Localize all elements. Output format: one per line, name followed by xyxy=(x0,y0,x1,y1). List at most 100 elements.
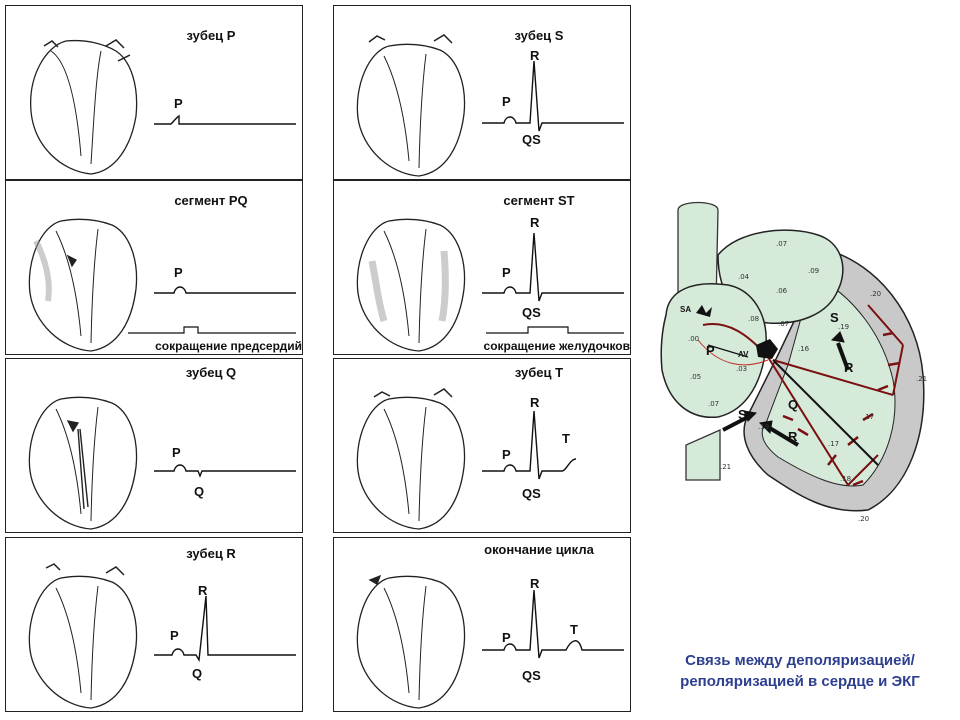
wave-label-r: R xyxy=(530,48,540,63)
panel-r-wave: зубец R R P Q xyxy=(5,537,303,712)
ecg-trace xyxy=(482,589,624,659)
heart-sketch xyxy=(30,39,138,175)
ecg-svg xyxy=(28,396,296,530)
caption-line-1: Связь между деполяризацией/ xyxy=(685,652,915,669)
panel-title: зубец S xyxy=(514,28,564,43)
sa-node-icon xyxy=(696,305,712,317)
timing-value: .04 xyxy=(738,273,750,281)
heart-sketch xyxy=(356,218,466,352)
panel-t-wave: зубец T R T P QS xyxy=(333,358,631,533)
panel-title: зубец P xyxy=(186,28,236,43)
s-label-lower: S xyxy=(738,407,747,422)
timing-value: .08 xyxy=(748,315,760,323)
r-label-upper: R xyxy=(844,360,854,375)
wave-label-qs: QS xyxy=(522,305,541,320)
wave-label-q: Q xyxy=(192,666,203,681)
wave-label-p: P xyxy=(174,96,183,111)
timing-value: .16 xyxy=(798,345,810,353)
wave-label-qs: QS xyxy=(522,486,541,501)
depolarization-arrows xyxy=(722,331,879,466)
wave-label-r: R xyxy=(530,215,540,230)
panel-q-wave: зубец Q P Q xyxy=(5,358,303,533)
wave-label-p: P xyxy=(170,628,179,643)
timing-value: .20 xyxy=(870,290,882,298)
panel-pq-segment: сегмент PQ P сокращение предсердий xyxy=(5,180,303,355)
panel-title: сегмент ST xyxy=(503,193,575,208)
ecg-trace xyxy=(154,464,296,478)
right-atrium xyxy=(660,283,767,418)
wave-label-q: Q xyxy=(194,484,205,499)
av-node-label: AV xyxy=(738,350,749,359)
sa-node-label: SA xyxy=(680,305,692,314)
s-label-upper: S xyxy=(830,310,839,325)
wave-label-p: P xyxy=(502,447,511,462)
heart-sketch xyxy=(356,388,466,530)
timing-value: .03 xyxy=(736,365,748,373)
heart-sketch xyxy=(28,218,138,352)
vena-cava xyxy=(685,429,721,481)
heart-sketch xyxy=(356,574,466,709)
wave-label-p: P xyxy=(172,445,181,460)
timing-value: .18 xyxy=(840,475,852,483)
heart-sketch xyxy=(28,563,138,709)
figure-caption: Связь между деполяризацией/ реполяризаци… xyxy=(640,650,960,692)
r-label-lower: R xyxy=(788,429,798,444)
panel-title: окончание цикла xyxy=(484,542,594,557)
timing-value: .07 xyxy=(708,400,720,408)
wave-label-qs: QS xyxy=(522,668,541,683)
timing-value: .06 xyxy=(776,287,788,295)
panel-st-segment: сегмент ST R P QS сокращение желудочков xyxy=(333,180,631,355)
wave-label-p: P xyxy=(502,630,511,645)
panel-s-wave: зубец S R P QS xyxy=(333,5,631,180)
wave-label-p: P xyxy=(502,265,511,280)
ecg-trace xyxy=(482,60,624,132)
ecg-trace xyxy=(128,286,296,334)
timing-value: .17 xyxy=(863,413,875,421)
wave-label-r: R xyxy=(198,583,208,598)
panel-title: зубец R xyxy=(186,546,236,561)
timing-value: .19 xyxy=(758,423,770,431)
heart-sketch xyxy=(356,34,466,177)
panel-title: сегмент PQ xyxy=(174,193,248,208)
wave-label-qs: QS xyxy=(522,132,541,147)
ecg-svg xyxy=(356,388,577,530)
wave-label-r: R xyxy=(530,576,540,591)
ecg-trace xyxy=(482,410,577,480)
ecg-svg xyxy=(356,574,624,709)
timing-value: .09 xyxy=(808,267,820,275)
timing-value: .21 xyxy=(916,375,928,383)
timing-value: .07 xyxy=(778,320,790,328)
timing-value: .00 xyxy=(688,335,700,343)
av-node-icon xyxy=(756,339,778,359)
wave-label-p: P xyxy=(502,94,511,109)
timing-value: .21 xyxy=(720,463,732,471)
ecg-trace xyxy=(154,114,296,125)
q-label: Q xyxy=(788,397,799,412)
contraction-label: сокращение предсердий xyxy=(155,339,302,353)
timing-value: .07 xyxy=(776,240,788,248)
caption-line-2: реполяризацией в сердце и ЭКГ xyxy=(680,673,920,690)
timing-value: .05 xyxy=(690,373,702,381)
ecg-svg xyxy=(28,563,296,709)
ecg-trace xyxy=(482,232,624,334)
p-label: P xyxy=(706,343,715,358)
panel-cycle-end: окончание цикла R T P QS xyxy=(333,537,631,712)
wave-label-p: P xyxy=(174,265,183,280)
timing-value: .19 xyxy=(838,323,850,331)
ecg-svg xyxy=(30,39,296,175)
timing-value: .17 xyxy=(828,440,840,448)
contraction-label: сокращение желудочков xyxy=(483,339,630,353)
wave-label-t: T xyxy=(570,622,578,637)
ecg-svg xyxy=(356,218,624,352)
wave-label-t: T xyxy=(562,431,570,446)
wave-label-r: R xyxy=(530,395,540,410)
ecg-svg xyxy=(28,218,296,352)
heart-sketch xyxy=(28,396,138,530)
heart-svg xyxy=(660,201,925,512)
ecg-svg xyxy=(356,34,624,177)
timing-value: .20 xyxy=(858,515,870,523)
conduction-heart-diagram: .07 .09 .04 .06 .08 .07 .00 .05 .03 .07 … xyxy=(648,195,938,530)
ecg-trace xyxy=(154,595,296,663)
panel-p-wave: зубец P P xyxy=(5,5,303,180)
panel-title: зубец Q xyxy=(185,365,237,380)
